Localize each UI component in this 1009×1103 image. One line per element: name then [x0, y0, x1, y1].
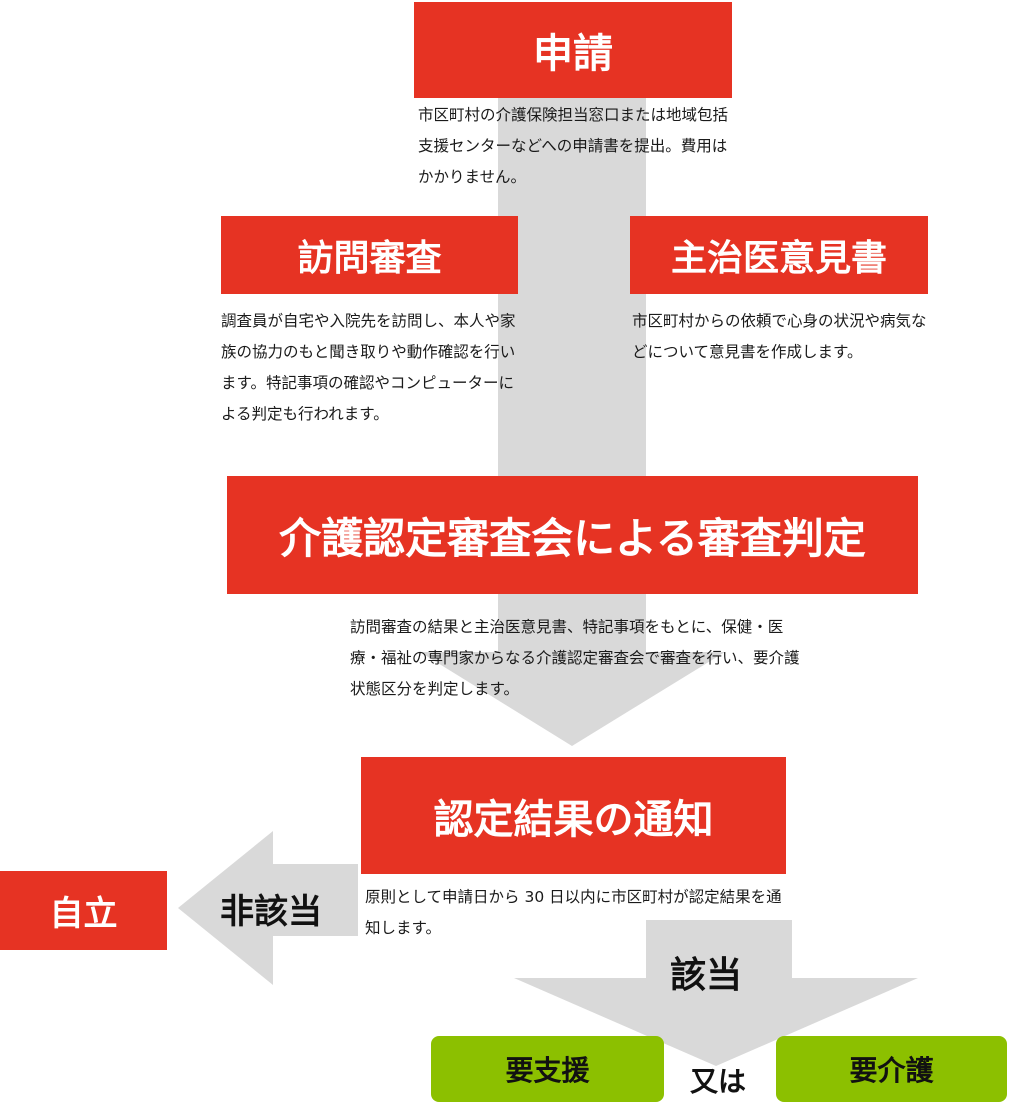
not-applicable-label: 非該当 [220, 892, 322, 932]
doctor-opinion-title: 主治医意見書 [670, 238, 887, 279]
committee-review-title: 介護認定審査会による審査判定 [279, 513, 866, 563]
care-needed-label: 要介護 [849, 1054, 934, 1087]
bottom-down-arrow [514, 920, 918, 1066]
home-visit-box: 訪問審査 [221, 216, 518, 294]
doctor-opinion-box: 主治医意見書 [630, 216, 928, 294]
applicable-label: 該当 [670, 955, 743, 996]
doctor-opinion-description: 市区町村からの依頼で心身の状況や病気などについて意見書を作成します。 [632, 312, 927, 361]
independent-box: 自立 [0, 871, 167, 950]
main-down-arrow [420, 90, 725, 746]
notification-title: 認定結果の通知 [433, 796, 714, 843]
application-description: 市区町村の介護保険担当窓口または地域包括支援センターなどへの申請書を提出。費用は… [418, 106, 729, 186]
support-needed-label: 要支援 [505, 1054, 590, 1087]
support-needed-box: 要支援 [431, 1036, 664, 1102]
left-arrow [178, 831, 358, 985]
application-title: 申請 [533, 31, 613, 77]
notification-box: 認定結果の通知 [361, 757, 786, 874]
care-needed-box: 要介護 [776, 1036, 1007, 1102]
committee-review-box: 介護認定審査会による審査判定 [227, 476, 918, 594]
home-visit-title: 訪問審査 [297, 238, 442, 279]
independent-label: 自立 [49, 894, 118, 934]
or-label: 又は [690, 1065, 747, 1098]
notification-description: 原則として申請日から 30 日以内に市区町村が認定結果を通知します。 [365, 888, 782, 937]
committee-review-description: 訪問審査の結果と主治医意見書、特記事項をもとに、保健・医療・福祉の専門家からなる… [350, 618, 800, 698]
home-visit-description: 調査員が自宅や入院先を訪問し、本人や家族の協力のもと聞き取りや動作確認を行います… [221, 312, 516, 423]
application-box: 申請 [414, 2, 732, 98]
